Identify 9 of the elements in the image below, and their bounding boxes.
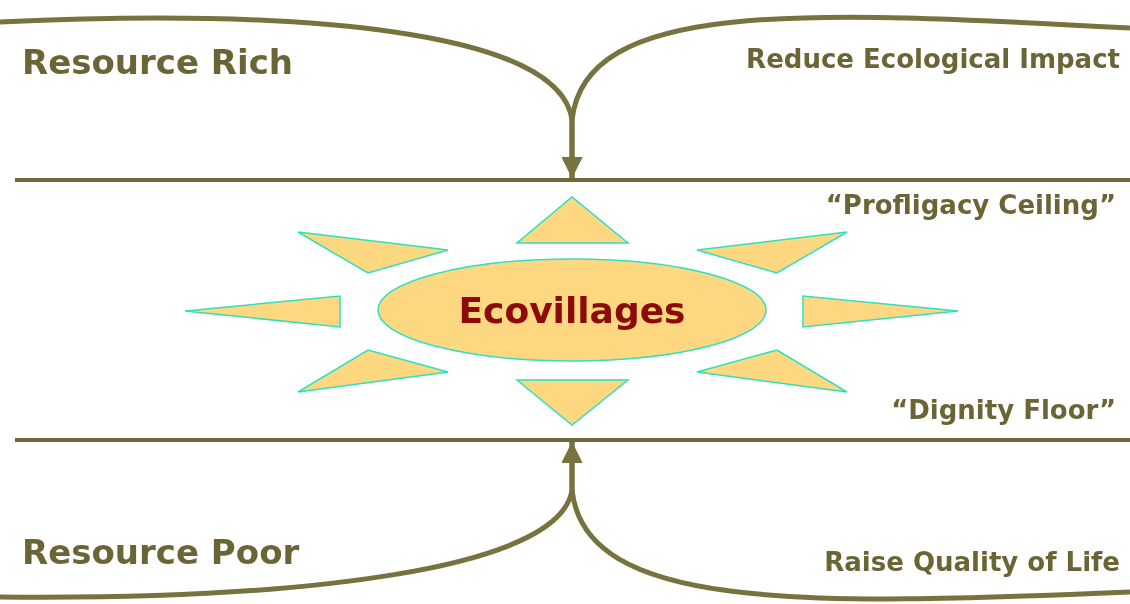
line-label: “Profligacy Ceiling”	[825, 190, 1116, 220]
curved-arrow	[561, 442, 1130, 602]
side-label: Resource Poor	[22, 532, 300, 572]
side-label: Resource Rich	[22, 42, 294, 82]
line-label: “Dignity Floor”	[891, 395, 1116, 425]
side-label: Reduce Ecological Impact	[746, 44, 1120, 74]
node-title: Ecovillages	[458, 289, 686, 331]
side-label: Raise Quality of Life	[824, 547, 1120, 577]
curved-arrow	[561, 14, 1130, 178]
